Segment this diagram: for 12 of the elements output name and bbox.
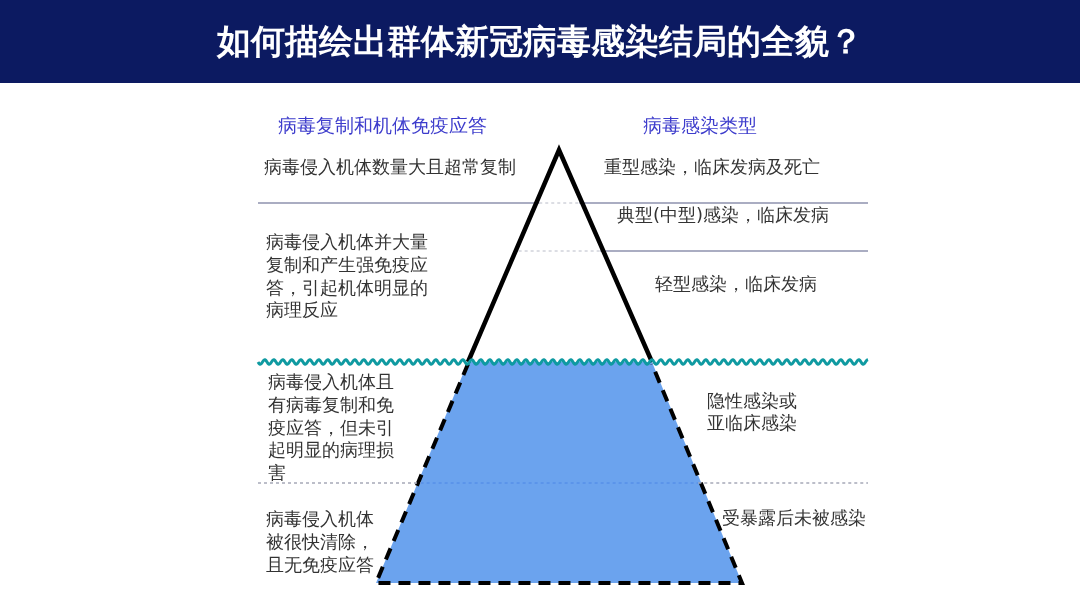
title: 如何描绘出群体新冠病毒感染结局的全貌？	[215, 20, 864, 63]
column-heading: 病毒复制和机体免疫应答	[278, 113, 487, 137]
infection-type-text: 受暴露后未被感染	[722, 507, 867, 529]
immune-response-text: 病毒侵入机体数量大且超常复制	[264, 156, 517, 179]
infection-type-text: 典型(中型)感染，临床发病	[617, 204, 831, 226]
immune-response-text: 病毒侵入机体被很快清除，且无免疫应答	[266, 508, 375, 577]
infection-type-text: 重型感染，临床发病及死亡	[604, 156, 821, 178]
infection-type-text: 隐性感染或亚临床感染	[707, 390, 798, 434]
immune-response-text: 病毒侵入机体并大量复制和产生强免疫应答，引起机体明显的病理反应	[266, 231, 429, 323]
column-heading: 病毒感染类型	[643, 113, 757, 137]
immune-response-text: 病毒侵入机体且有病毒复制和免疫应答，但未引起明显的病理损害	[268, 371, 395, 485]
infection-type-text: 轻型感染，临床发病	[655, 273, 818, 295]
